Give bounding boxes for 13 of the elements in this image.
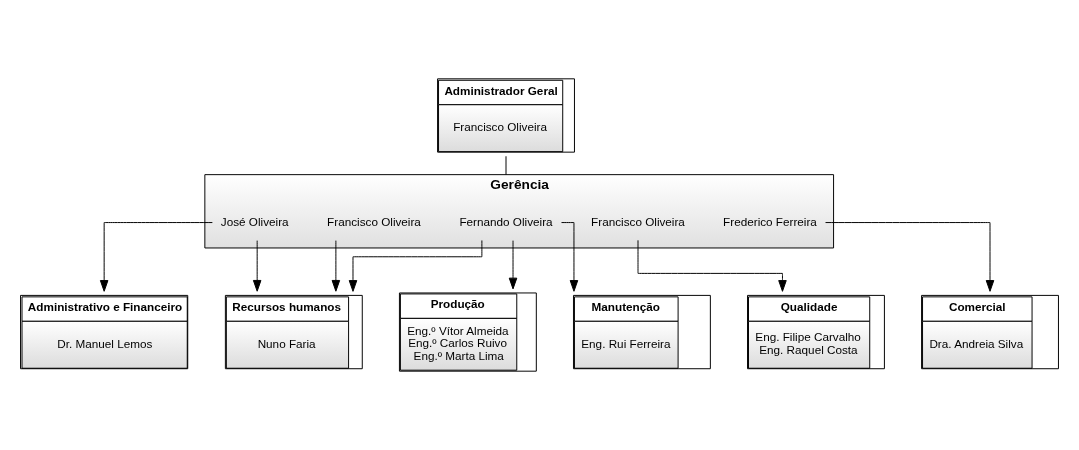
arrow [331, 240, 341, 292]
node-text: José Oliveira [220, 214, 289, 228]
arrow [99, 222, 213, 292]
node-text: Fernando Oliveira [459, 214, 553, 228]
connector [505, 155, 507, 176]
arrow [508, 240, 518, 290]
arrow [637, 239, 787, 292]
arrow [348, 240, 483, 292]
node-text: Francisco Oliveira [591, 214, 685, 228]
arrow [252, 240, 262, 292]
node-text: Frederico Ferreira [723, 214, 817, 228]
node-text: Francisco Oliveira [327, 214, 421, 228]
arrow [825, 222, 995, 292]
